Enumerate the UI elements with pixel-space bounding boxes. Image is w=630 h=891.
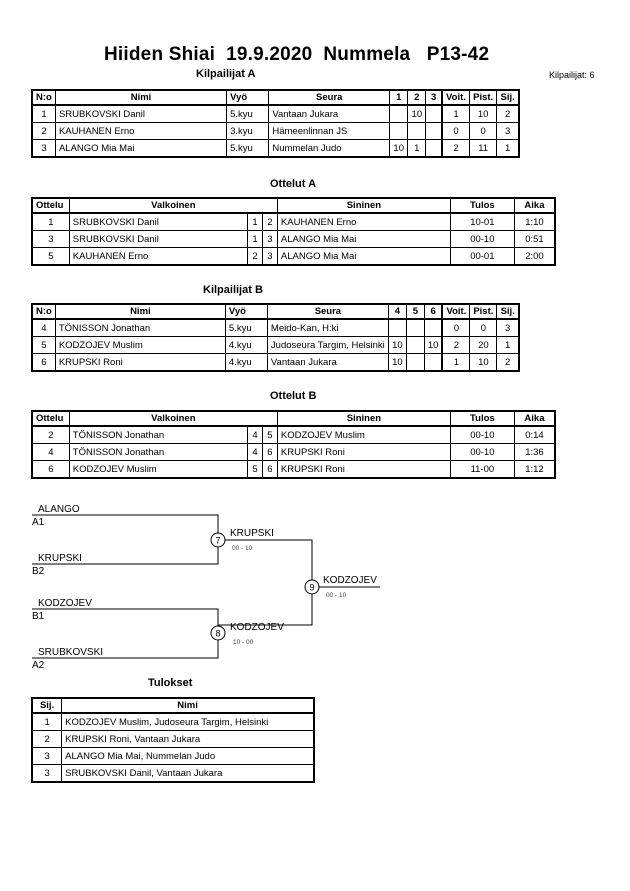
col-header: Nimi (54, 303, 226, 320)
col-header: 2 (407, 89, 427, 106)
pool-a-table: N:o Nimi Vyö Seura 1 2 3 Voit. Pist. Sij… (31, 89, 520, 158)
col-header: Tulos (449, 410, 515, 427)
results-heading: Tulokset (148, 677, 193, 689)
col-header: Seura (266, 303, 389, 320)
col-header: Voit. (441, 303, 471, 320)
matches-b-heading: Ottelut B (270, 390, 317, 402)
col-header: Nimi (61, 697, 315, 714)
col-header: Pist. (469, 89, 498, 106)
col-header: Seura (268, 89, 391, 106)
col-header: 1 (389, 89, 409, 106)
col-header: Ottelu (31, 410, 70, 427)
bracket-diagram: ALANGO A1 KRUPSKI B2 KODZOJEV B1 SRUBKOV… (32, 504, 380, 671)
col-header: Sininen (276, 410, 451, 427)
col-header: Aika (513, 410, 556, 427)
col-header: Sij. (496, 303, 520, 320)
col-header: Sininen (276, 197, 451, 214)
match-9-number: 9 (309, 583, 314, 593)
col-header: Tulos (449, 197, 515, 214)
col-header: N:o (31, 89, 56, 106)
match-8-circle (210, 625, 226, 641)
col-header: Sij. (31, 697, 63, 714)
bracket-line-9 (218, 539, 313, 626)
col-header: Voit. (441, 89, 471, 106)
entrant-3-seed: B1 (32, 611, 45, 622)
entrant-3-name: KODZOJEV (38, 598, 92, 609)
competitor-count: Kilpailijat: 6 (549, 70, 595, 80)
col-header: 4 (387, 303, 407, 320)
entrant-1-seed: A1 (32, 517, 45, 528)
col-header: 5 (405, 303, 425, 320)
col-header: Aika (513, 197, 556, 214)
match-8-number: 8 (215, 629, 220, 639)
match-8-winner: KODZOJEV (230, 622, 284, 633)
entrant-4-seed: A2 (32, 660, 45, 671)
match-9-score: 00 - 10 (326, 592, 347, 599)
col-header: Vyö (224, 303, 268, 320)
col-header: Ottelu (31, 197, 70, 214)
entrant-4-name: SRUBKOVSKI (38, 647, 103, 658)
col-header: Valkoinen (68, 197, 278, 214)
match-9-winner: KODZOJEV (323, 575, 377, 586)
match-8-score: 10 - 00 (233, 639, 254, 646)
col-header: Valkoinen (68, 410, 278, 427)
col-header: Nimi (54, 89, 228, 106)
match-9-circle (304, 579, 320, 595)
pool-b-heading: Kilpailijat B (203, 284, 263, 296)
col-header: 6 (423, 303, 444, 320)
entrant-1-name: ALANGO (38, 504, 80, 515)
pool-b-table: N:o Nimi Vyö Seura 4 5 6 Voit. Pist. Sij… (31, 303, 520, 372)
match-7-score: 00 - 10 (232, 545, 253, 552)
page-title: Hiiden Shiai 19.9.2020 Nummela P13-42 (104, 44, 490, 65)
col-header: Vyö (226, 89, 270, 106)
match-7-winner: KRUPSKI (230, 528, 274, 539)
entrant-2-name: KRUPSKI (38, 553, 82, 564)
col-header: 3 (425, 89, 443, 106)
match-7-circle (210, 532, 226, 548)
col-header: N:o (31, 303, 56, 320)
pool-a-heading: Kilpailijat A (196, 68, 256, 80)
col-header: Sij. (496, 89, 520, 106)
col-header: Pist. (469, 303, 498, 320)
entrant-2-seed: B2 (32, 566, 45, 577)
matches-a-heading: Ottelut A (270, 178, 317, 190)
match-7-number: 7 (215, 536, 220, 546)
